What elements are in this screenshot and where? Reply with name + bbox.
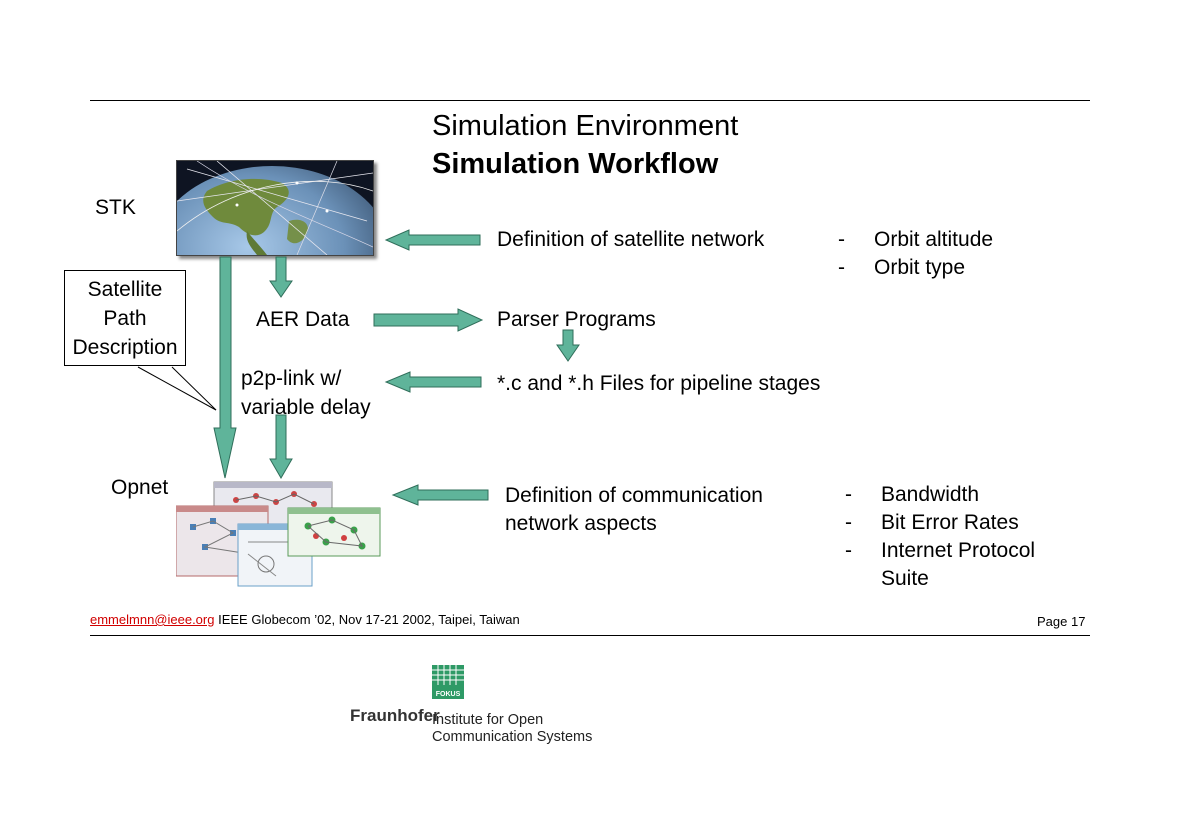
param-internet-protocol: Internet Protocol xyxy=(881,539,1036,562)
arrow-down-stk-to-opnet xyxy=(213,256,237,479)
comm-definition-line: network aspects xyxy=(505,512,657,535)
fokus-logo-icon: FOKUS xyxy=(432,665,464,699)
parser-programs-label: Parser Programs xyxy=(497,308,656,331)
fokus-badge-text: FOKUS xyxy=(436,691,461,698)
conference-info: IEEE Globecom ’02, Nov 17-21 2002, Taipe… xyxy=(214,612,520,627)
institute-line: Institute for Open xyxy=(432,712,544,728)
fraunhofer-logo-text: Fraunhofer xyxy=(350,706,440,725)
author-email-link[interactable]: emmelmnn@ieee.org xyxy=(90,612,215,627)
arrow-down-to-files xyxy=(556,329,580,362)
param-bit-error-rates: Bit Error Rates xyxy=(881,511,1019,534)
communication-params-list: - Bandwidth - Bit Error Rates - Internet Pr… xyxy=(845,481,1035,593)
param-suite: Suite xyxy=(881,567,929,590)
bullet-dash: - xyxy=(838,228,845,251)
arrow-down-to-aer xyxy=(269,256,293,298)
p2p-link-label: p2p-link w/ variable delay xyxy=(241,364,371,422)
bullet-dash: - xyxy=(845,483,852,506)
communication-definition: Definition of communication network aspe… xyxy=(505,482,763,538)
list-item: Suite xyxy=(845,565,1035,593)
aer-data-label: AER Data xyxy=(256,308,350,331)
comm-definition-line: Definition of communication xyxy=(505,484,763,507)
callout-line: Satellite xyxy=(87,278,163,301)
opnet-label: Opnet xyxy=(111,476,169,499)
top-rule xyxy=(90,100,1090,101)
bottom-rule xyxy=(90,635,1090,636)
callout-line: Description xyxy=(72,336,178,359)
slide-title: Simulation Environment xyxy=(432,110,739,142)
stk-label: STK xyxy=(95,196,136,219)
bullet-dash: - xyxy=(838,256,845,279)
list-item: - Bandwidth xyxy=(845,481,1035,509)
param-orbit-type: Orbit type xyxy=(874,256,966,279)
slide-subtitle: Simulation Workflow xyxy=(432,148,719,180)
callout-line: Path xyxy=(103,307,147,330)
arrow-left-to-p2p xyxy=(384,371,482,393)
opnet-model-image xyxy=(175,480,384,588)
p2p-delay-line: variable delay xyxy=(241,396,371,419)
institute-line: Communication Systems xyxy=(432,729,593,745)
callout-pointer xyxy=(137,366,217,411)
param-bandwidth: Bandwidth xyxy=(881,483,980,506)
institute-name: Institute for Open Communication Systems xyxy=(432,712,592,746)
arrow-left-to-opnet xyxy=(391,484,489,506)
source-files-label: *.c and *.h Files for pipeline stages xyxy=(497,372,821,395)
list-item: - Orbit altitude xyxy=(838,226,993,254)
list-item: - Bit Error Rates xyxy=(845,509,1035,537)
arrow-right-to-parser xyxy=(373,308,484,332)
page-number: Page 17 xyxy=(1037,614,1086,629)
footer-text: emmelmnn@ieee.org IEEE Globecom ’02, Nov… xyxy=(90,612,520,627)
bullet-dash: - xyxy=(845,539,852,562)
param-orbit-altitude: Orbit altitude xyxy=(874,228,994,251)
list-item: - Orbit type xyxy=(838,254,993,282)
arrow-down-p2p-to-opnet xyxy=(269,414,293,479)
bullet-dash: - xyxy=(845,511,852,534)
arrow-left-to-stk xyxy=(384,229,481,251)
stk-globe-image xyxy=(176,160,374,256)
p2p-link-line: p2p-link w/ xyxy=(241,367,342,390)
satellite-params-list: - Orbit altitude - Orbit type xyxy=(838,226,993,282)
list-item: - Internet Protocol xyxy=(845,537,1035,565)
satellite-network-definition: Definition of satellite network xyxy=(497,228,765,251)
satellite-path-callout: Satellite Path Description xyxy=(64,270,186,366)
